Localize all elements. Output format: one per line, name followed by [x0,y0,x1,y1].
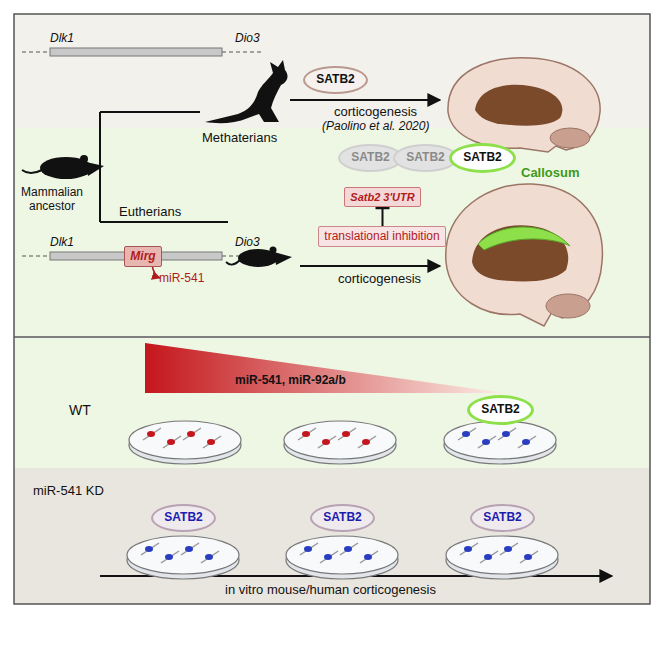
label: Dio3 [235,236,260,250]
petri-dish [284,421,396,464]
protein-ellipse: SATB2 [467,395,534,425]
mouse-silhouette [226,247,292,268]
node-text: SATB2 [164,511,202,524]
node-text: Mirg [130,250,155,263]
node-text: SATB2 [351,151,389,164]
label-box: Mirg [124,246,162,267]
label: (Paolino et al. 2020) [322,120,429,134]
node-text: SATB2 [483,511,521,524]
frame [14,14,650,604]
label: Mammalian ancestor [16,186,88,214]
label: Dlk1 [50,236,74,250]
node-text: SATB2 [316,73,354,86]
brain-figure [446,184,603,326]
gene-locus [22,48,262,260]
node-text: SATB2 [406,151,444,164]
arrow [290,99,440,101]
protein-ellipse: SATB2 [303,66,368,94]
phylogeny [100,112,228,222]
label: Methaterians [202,131,277,146]
node-text: SATB2 [323,511,361,524]
label: miR-541 [159,272,204,286]
protein-ellipse: SATB2 [449,143,516,173]
label: miR-541, miR-92a/b [235,374,346,388]
petri-dish [286,536,398,579]
label: Eutherians [119,205,181,220]
label: miR-541 KD [33,484,104,499]
node-text: SATB2 [481,403,519,416]
band [14,128,650,336]
label: in vitro mouse/human corticogenesis [225,583,436,598]
label: corticogenesis [334,105,417,120]
petri-dish [129,421,241,464]
label: Dlk1 [50,32,74,46]
arrow [300,265,440,267]
ancestor-silhouette [22,155,104,179]
inhibition-connector [376,207,390,226]
gradient-wedge [145,343,505,393]
petri-dish [127,536,239,579]
protein-ellipse: SATB2 [470,504,535,532]
marsupial-silhouette [205,60,288,123]
brain-figure [448,58,600,152]
protein-ellipse: SATB2 [310,504,375,532]
band [14,468,650,604]
node-text: Satb2 3'UTR [350,191,414,203]
petri-dish [446,536,558,579]
petri-dish [444,421,556,464]
label: Callosum [521,166,580,181]
label: corticogenesis [338,272,421,287]
divider [14,336,650,338]
node-text: translational inhibition [324,230,439,243]
label: Dio3 [235,32,260,46]
protein-ellipse: SATB2 [151,504,216,532]
band [14,338,650,468]
label-box: translational inhibition [318,226,446,247]
label-box: Satb2 3'UTR [344,187,421,207]
node-text: SATB2 [463,151,501,164]
label: WT [69,402,91,418]
